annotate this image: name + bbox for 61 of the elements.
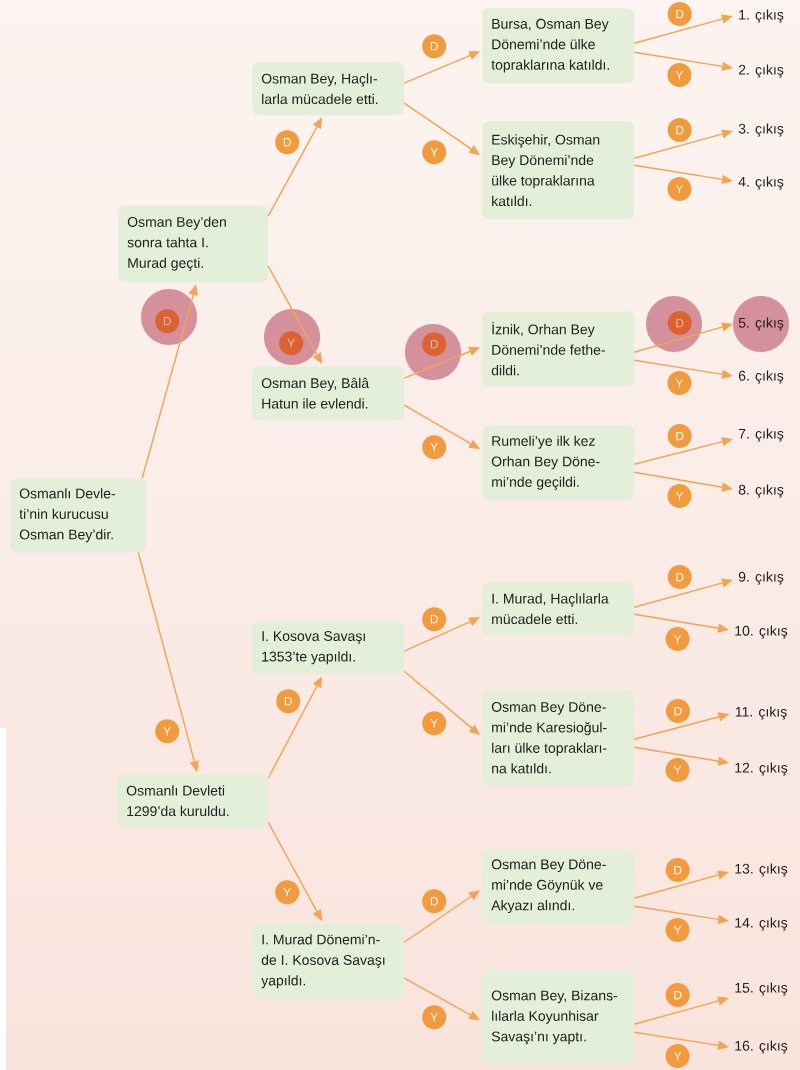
- edge-label: Y: [279, 331, 304, 356]
- exit-label: 16. çıkış: [735, 1040, 788, 1054]
- edge-label: Y: [665, 1044, 690, 1069]
- statement-box: I. Kosova Savaşı 1353’te yapıldı.: [252, 621, 405, 675]
- statement-box: Rumeli’ye ilk kez Orhan Bey Döne-mi’nde geçildi.: [482, 425, 635, 501]
- exit-label: 6. çıkış: [738, 370, 784, 384]
- edge-label: D: [667, 565, 692, 590]
- statement-box: Osman Bey, Bâlâ Hatun ile evlendi.: [252, 366, 405, 421]
- exit-label: 10. çıkış: [735, 625, 788, 639]
- statement-box: Osmanlı Devle-ti’nin kurucusu Osman Bey’dir.: [10, 478, 147, 553]
- statement-box: I. Murad Dönemi’n-de I. Kosova Savaşı yapıldı.: [252, 923, 405, 1000]
- exit-label: 14. çıkış: [735, 917, 788, 931]
- edge-label: D: [667, 424, 692, 449]
- exit-label: 1. çıkış: [739, 9, 784, 23]
- edge-label: D: [422, 332, 447, 357]
- edge-label: D: [276, 689, 301, 714]
- edge-label: Y: [665, 918, 690, 943]
- edge-label: D: [275, 130, 300, 155]
- statement-box: Osman Bey Döne-mi’nde Göynük ve Akyazı alındı.: [482, 849, 635, 924]
- edge-label: Y: [667, 63, 692, 88]
- edge-label: D: [665, 699, 690, 724]
- edge-label: Y: [422, 711, 447, 736]
- exit-label: 7. çıkış: [738, 428, 784, 442]
- exit-label: 11. çıkış: [735, 706, 787, 720]
- statement-box: Osmanlı Devleti 1299’da kuruldu.: [117, 774, 269, 828]
- exit-label: 8. çıkış: [738, 484, 784, 498]
- statement-box: Osman Bey, Haçlı-larla mücadele etti.: [252, 62, 405, 116]
- exit-label: 2. çıkış: [738, 64, 784, 78]
- edge-label: Y: [155, 719, 180, 744]
- edge-label: D: [665, 983, 690, 1008]
- edge-label: Y: [665, 627, 690, 652]
- edge-label: Y: [667, 484, 692, 509]
- edge-label: D: [667, 118, 692, 143]
- edge-label: D: [422, 607, 447, 632]
- statement-box: Eskişehir, Osman Bey Dönemi’nde ülke topraklarına katıldı.: [482, 121, 635, 220]
- edge-label: D: [667, 2, 692, 27]
- edge-label: D: [155, 309, 180, 334]
- edge-label: D: [422, 889, 447, 914]
- edge-label: Y: [422, 435, 447, 460]
- exit-label: 9. çıkış: [738, 571, 784, 585]
- edge-label: D: [667, 311, 692, 336]
- statement-box: Osman Bey Döne-mi’nde Karesioğul-ları ülke toprakları-na katıldı.: [482, 689, 635, 787]
- exit-label: 4. çıkış: [738, 176, 784, 190]
- exit-label: 12. çıkış: [735, 762, 788, 776]
- edge-label: D: [665, 858, 690, 883]
- statement-box: I. Murad, Haçlılarla mücadele etti.: [482, 582, 635, 636]
- exit-label: 3. çıkış: [738, 123, 784, 137]
- edge-label: Y: [665, 758, 690, 783]
- exit-label: 13. çıkış: [735, 863, 788, 877]
- edge-label: Y: [275, 880, 300, 905]
- statement-box: Osman Bey’den sonra tahta I. Murad geçti.: [118, 205, 269, 283]
- edge-label: Y: [667, 177, 692, 202]
- exit-label: 15. çıkış: [735, 982, 788, 996]
- edge-label: Y: [422, 1005, 447, 1030]
- statement-box: Bursa, Osman Bey Dönemi’nde ülke topraklarına katıldı.: [482, 8, 635, 84]
- statement-box: İznik, Orhan Bey Dönemi’nde fethe-dildi.: [482, 311, 635, 387]
- edge-label: Y: [422, 140, 447, 165]
- exit-label: 5. çıkış: [738, 317, 784, 331]
- edge-label: D: [422, 34, 447, 59]
- edge-label: Y: [667, 371, 692, 396]
- statement-box: Osman Bey, Bizans-lılarla Koyunhisar Savaşı’nı yaptı.: [482, 970, 635, 1065]
